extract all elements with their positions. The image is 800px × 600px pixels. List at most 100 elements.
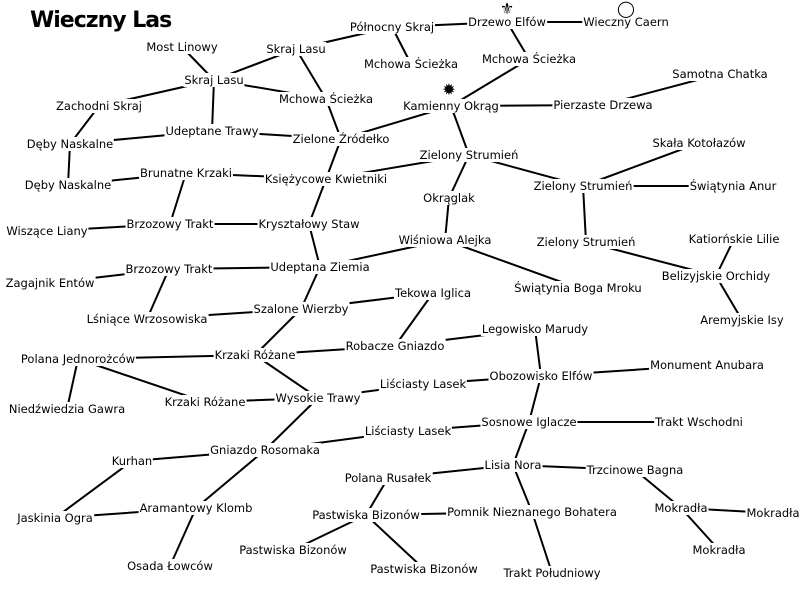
location-label[interactable]: Udeptana Ziemia: [269, 260, 371, 274]
location-label[interactable]: Liściasty Lasek: [363, 424, 453, 438]
road-line: [534, 328, 542, 377]
location-label[interactable]: Mchowa Ścieżka: [277, 92, 375, 106]
location-label[interactable]: Skraj Lasu: [183, 73, 245, 87]
location-label[interactable]: Zielony Strumień: [535, 235, 637, 249]
location-label[interactable]: Krzaki Różane: [213, 348, 297, 362]
location-label[interactable]: Aremyjskie Isy: [699, 313, 785, 327]
road-line: [715, 275, 743, 321]
location-label[interactable]: Legowisko Marudy: [480, 322, 590, 336]
location-label[interactable]: Brunatne Krzaki: [139, 166, 233, 180]
location-label[interactable]: Drzewo Elfów: [467, 15, 547, 29]
location-label[interactable]: Świątynia Anur: [688, 179, 778, 193]
road-line: [444, 239, 579, 289]
location-label[interactable]: Trzcinowe Bagna: [585, 463, 685, 477]
road-line: [66, 358, 79, 410]
location-label[interactable]: Okrąglak: [422, 191, 476, 205]
road-line: [146, 268, 170, 320]
location-label[interactable]: Trakt Wschodni: [654, 415, 744, 429]
road-line: [295, 48, 327, 100]
road-line: [582, 142, 700, 187]
location-label[interactable]: Mchowa Ścieżka: [480, 52, 578, 66]
location-label[interactable]: Samotna Chatka: [671, 67, 769, 81]
road-line: [394, 292, 434, 347]
location-label[interactable]: Pastwiska Bizonów: [238, 543, 348, 557]
road-line: [169, 172, 187, 225]
location-label[interactable]: Mokradła: [653, 501, 709, 515]
location-label[interactable]: Liściasty Lasek: [378, 377, 468, 391]
road-line: [54, 460, 133, 519]
location-label[interactable]: Osada Łowców: [126, 559, 214, 573]
road-line: [211, 79, 215, 132]
location-label[interactable]: Zielony Strumień: [532, 179, 634, 193]
road-line: [254, 308, 302, 356]
location-label[interactable]: Robacze Gniazdo: [344, 339, 446, 353]
road-line: [264, 397, 319, 451]
location-label[interactable]: Kurhan: [110, 454, 154, 468]
location-label[interactable]: Wieczny Caern: [582, 15, 670, 29]
location-label[interactable]: Kamienny Okrąg: [402, 99, 500, 113]
location-label[interactable]: Pierzaste Drzewa: [552, 98, 654, 112]
location-label[interactable]: Udeptane Trawy: [164, 124, 260, 138]
location-label[interactable]: Mokradła: [745, 506, 800, 520]
location-label[interactable]: Niedźwiedzia Gawra: [7, 402, 127, 416]
fleur-de-lis-icon: ⚜: [499, 0, 515, 18]
location-label[interactable]: Kryształowy Staw: [257, 217, 361, 231]
road-line: [582, 185, 587, 243]
location-label[interactable]: Aramantowy Klomb: [138, 501, 254, 515]
road-line: [254, 354, 319, 399]
road-line: [448, 154, 470, 199]
location-label[interactable]: Sosnowe Iglacze: [480, 415, 578, 429]
road-line: [308, 178, 327, 225]
sun-icon: ✹: [442, 80, 456, 99]
location-label[interactable]: Północny Skraj: [348, 20, 436, 34]
location-label[interactable]: Wiśniowa Alejka: [397, 233, 493, 247]
location-label[interactable]: Wiszące Liany: [5, 224, 89, 238]
location-label[interactable]: Belizyjskie Orchidy: [660, 269, 772, 283]
location-label[interactable]: Pastwiska Bizonów: [311, 508, 421, 522]
location-label[interactable]: Dęby Naskalne: [23, 178, 113, 192]
location-label[interactable]: Gniazdo Rosomaka: [209, 443, 321, 457]
location-label[interactable]: Brzozowy Trakt: [125, 217, 215, 231]
location-label[interactable]: Jaskinia Ogra: [16, 511, 94, 525]
location-label[interactable]: Krzaki Różane: [163, 395, 247, 409]
road-line: [77, 358, 206, 403]
location-label[interactable]: Szalone Wierzby: [252, 302, 350, 316]
location-label[interactable]: Polana Rusałek: [343, 471, 433, 485]
location-label[interactable]: Trakt Południowy: [502, 566, 602, 580]
location-label[interactable]: Zielone Źródełko: [291, 132, 391, 146]
location-label[interactable]: Świątynia Boga Mroku: [513, 281, 643, 295]
road-line: [531, 511, 553, 574]
location-label[interactable]: Skała Kotołazów: [651, 136, 747, 150]
road-line: [450, 58, 530, 107]
location-label[interactable]: Pomnik Nieznanego Bohatera: [446, 505, 618, 519]
road-line: [450, 105, 470, 156]
road-line: [365, 514, 425, 570]
location-label[interactable]: Zielony Strumień: [418, 148, 520, 162]
location-label[interactable]: Pastwiska Bizonów: [369, 562, 479, 576]
location-label[interactable]: Brzozowy Trakt: [124, 262, 214, 276]
road-line: [512, 464, 533, 513]
location-label[interactable]: Katiorńskie Lilie: [687, 232, 781, 246]
location-label[interactable]: Mchowa Ścieżka: [362, 57, 460, 71]
location-label[interactable]: Mokradła: [691, 543, 747, 557]
ring-icon: ◯: [617, 0, 635, 18]
road-line: [195, 449, 266, 509]
location-label[interactable]: Wysokie Trawy: [274, 391, 362, 405]
location-label[interactable]: Obozowisko Elfów: [488, 369, 594, 383]
location-label[interactable]: Dęby Naskalne: [25, 137, 115, 151]
road-line: [169, 507, 197, 567]
location-label[interactable]: Lśniące Wrzosowiska: [85, 312, 209, 326]
location-label[interactable]: Lisia Nora: [483, 458, 543, 472]
road-line: [308, 223, 321, 268]
road-line: [528, 375, 542, 423]
location-label[interactable]: Polana Jednorożców: [19, 352, 137, 366]
location-label[interactable]: Monument Anubara: [649, 358, 765, 372]
location-label[interactable]: Zachodni Skraj: [55, 99, 143, 113]
location-label[interactable]: Zagajnik Entów: [4, 276, 96, 290]
map-title: Wieczny Las: [30, 8, 172, 33]
location-label[interactable]: Most Linowy: [145, 40, 219, 54]
location-label[interactable]: Tekowa Iglica: [394, 286, 472, 300]
location-label[interactable]: Księżycowe Kwietniki: [263, 172, 389, 186]
location-label[interactable]: Skraj Lasu: [265, 42, 327, 56]
